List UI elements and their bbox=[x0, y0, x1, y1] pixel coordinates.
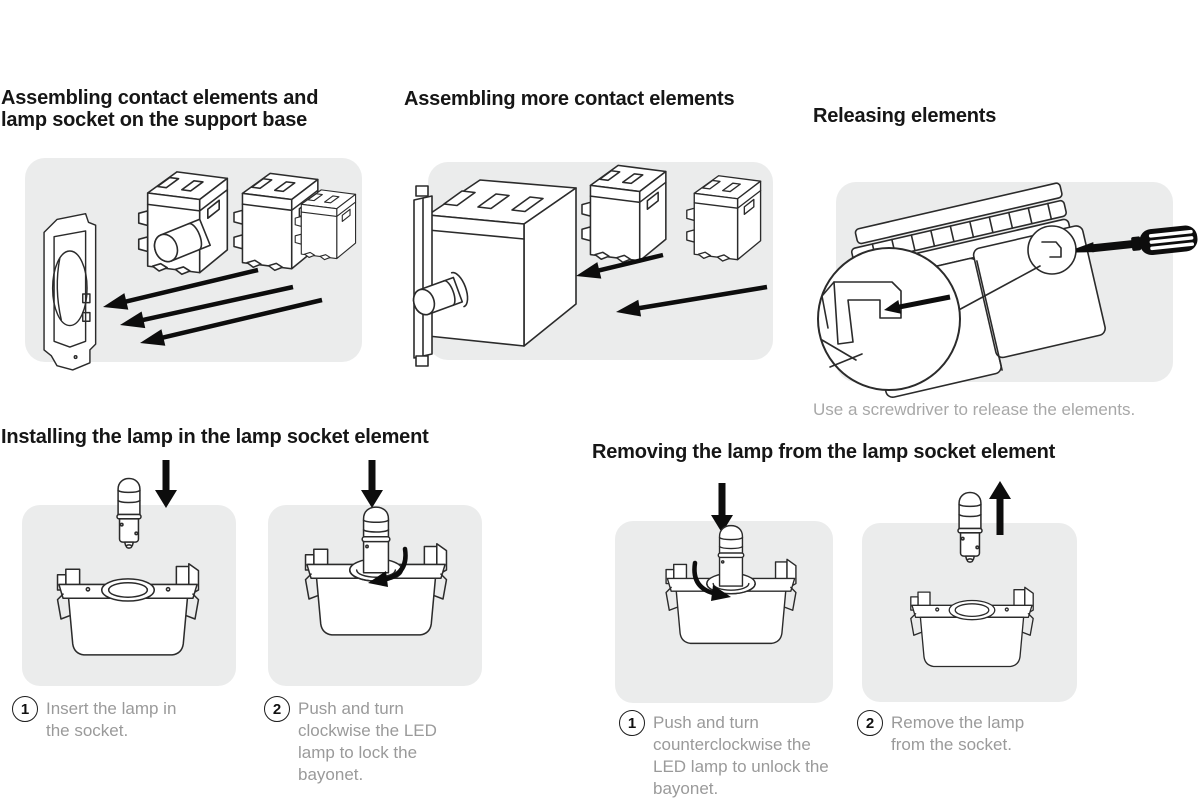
install-step-1: 1 Insert the lamp in the socket. bbox=[12, 696, 232, 742]
illustration-unlock-lamp bbox=[665, 483, 797, 645]
step-number-badge: 2 bbox=[857, 710, 883, 736]
illustration-remove-lamp bbox=[910, 481, 1034, 668]
section-title-releasing: Releasing elements bbox=[813, 105, 997, 127]
rotate-clockwise-arrow-icon bbox=[368, 546, 408, 587]
assembly-arrow-icon bbox=[103, 267, 259, 310]
assembly-arrow-icon bbox=[576, 252, 664, 279]
illustration-releasing bbox=[817, 182, 1198, 398]
step-text: Remove the lamp from the socket. bbox=[891, 713, 1025, 754]
releasing-caption: Use a screwdriver to release the element… bbox=[813, 400, 1136, 419]
lamp-illustration bbox=[116, 477, 142, 549]
remove-step-2: 2 Remove the lamp from the socket. bbox=[857, 710, 1077, 756]
lamp-in-socket-illustration bbox=[304, 506, 448, 636]
assembly-arrow-icon bbox=[120, 284, 294, 329]
lamp-socket-block-illustration bbox=[137, 171, 229, 276]
illustration-insert-lamp bbox=[56, 460, 200, 656]
down-arrow-icon bbox=[361, 460, 383, 508]
section-title-removing: Removing the lamp from the lamp socket e… bbox=[592, 441, 1056, 463]
remove-step-1: 1 Push and turn counterclockwise the LED… bbox=[619, 710, 849, 800]
rotate-counterclockwise-arrow-icon bbox=[692, 560, 731, 601]
step-text: Push and turn clockwise the LED lamp to … bbox=[298, 699, 437, 784]
down-arrow-icon bbox=[155, 460, 177, 508]
step-text: Insert the lamp in the socket. bbox=[46, 699, 177, 740]
step-number-badge: 1 bbox=[12, 696, 38, 722]
install-step-2: 2 Push and turn clockwise the LED lamp t… bbox=[264, 696, 484, 786]
contact-block-illustration bbox=[581, 164, 667, 264]
section-title-assemble-support: Assembling contact elements and lamp soc… bbox=[1, 87, 319, 131]
lamp-socket-illustration bbox=[56, 562, 200, 656]
step-text: Push and turn counterclockwise the LED l… bbox=[653, 713, 829, 798]
assembled-unit-illustration bbox=[412, 179, 577, 367]
latch-zoom-detail bbox=[821, 281, 902, 368]
release-arrow-icon bbox=[884, 294, 951, 314]
lamp-socket-illustration bbox=[910, 586, 1034, 668]
magnifier-leader-line bbox=[954, 265, 1041, 313]
illustration-assemble-more bbox=[412, 164, 768, 367]
up-arrow-icon bbox=[989, 481, 1011, 535]
latch-highlight-circle bbox=[1027, 225, 1077, 275]
contact-block-illustration bbox=[686, 175, 762, 262]
illustration-lock-lamp bbox=[304, 460, 448, 636]
down-arrow-icon bbox=[711, 483, 733, 533]
step-number-badge: 1 bbox=[619, 710, 645, 736]
section-title-installing: Installing the lamp in the lamp socket e… bbox=[1, 426, 429, 448]
lamp-in-socket-illustration bbox=[665, 524, 797, 645]
illustration-assemble-support-base bbox=[43, 171, 357, 371]
lamp-illustration bbox=[957, 491, 983, 563]
section-title-assemble-more: Assembling more contact elements bbox=[404, 88, 735, 110]
assembly-arrow-icon bbox=[616, 284, 768, 317]
lamp-cylinder-illustration bbox=[153, 218, 211, 263]
step-number-badge: 2 bbox=[264, 696, 290, 722]
latch-detail bbox=[1041, 241, 1062, 258]
assembly-arrow-icon bbox=[140, 297, 323, 346]
screwdriver-icon bbox=[1075, 225, 1198, 256]
support-base-illustration bbox=[43, 212, 97, 371]
